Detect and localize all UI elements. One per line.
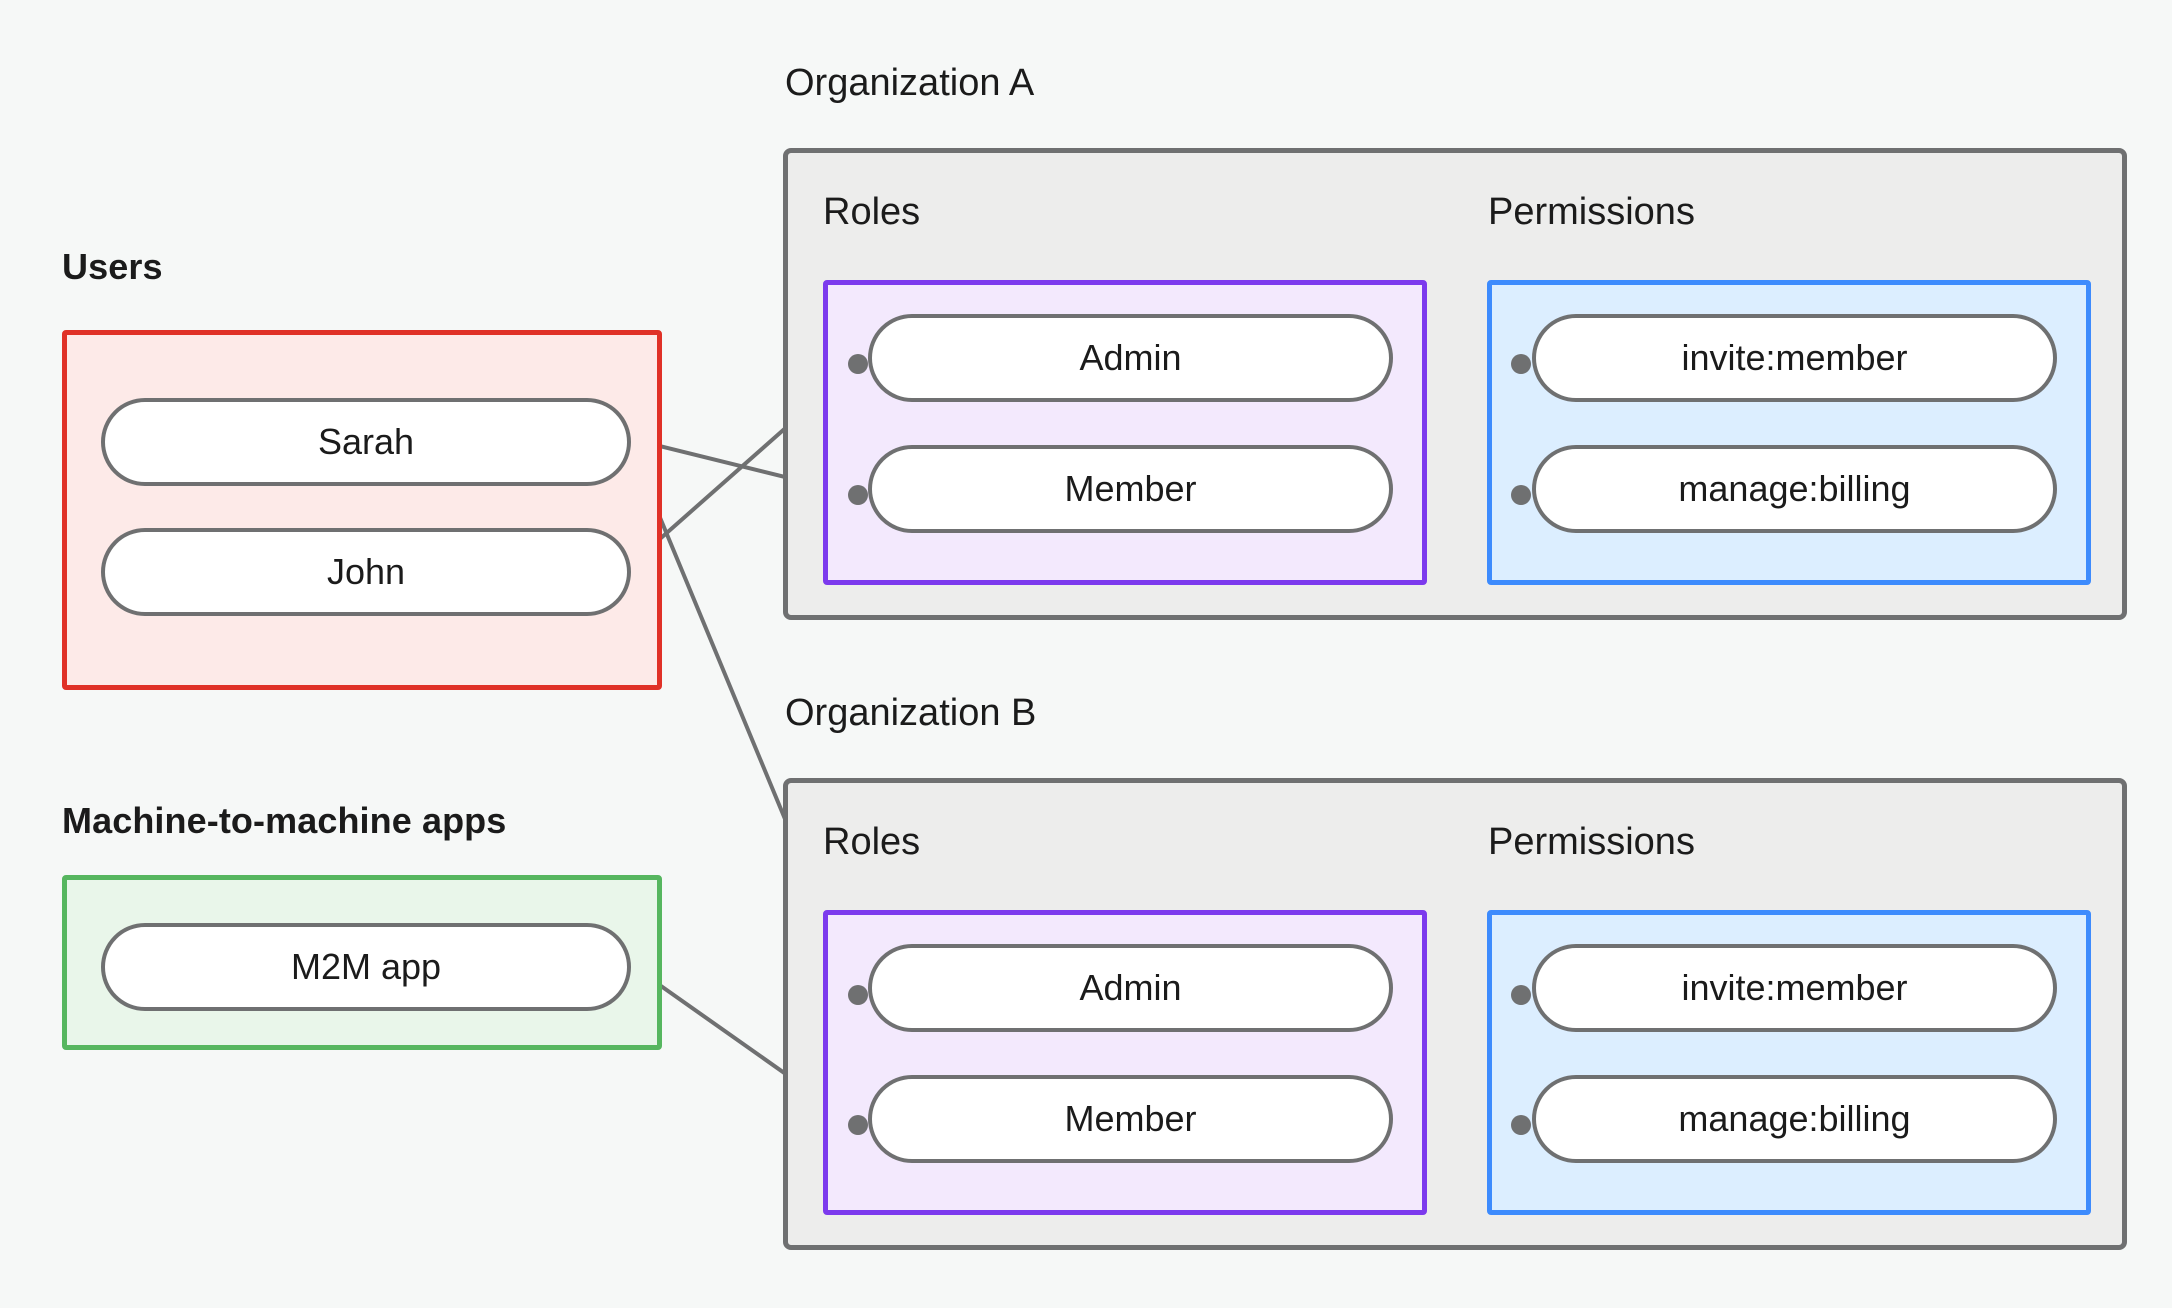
org-a-roles-title: Roles — [823, 191, 921, 233]
org-b-permission-pill-invite-member[interactable]: invite:member — [1532, 944, 2057, 1032]
connector-dot-orgB-role-admin — [848, 985, 868, 1005]
m2m-section-label: Machine-to-machine apps — [62, 800, 507, 841]
org-a-permissions-title: Permissions — [1488, 191, 1695, 233]
org-a-permission-pill-invite-member[interactable]: invite:member — [1532, 314, 2057, 402]
org-a-permission-pill-manage-billing[interactable]: manage:billing — [1532, 445, 2057, 533]
org-b-roles-group: Admin Member — [823, 910, 1427, 1215]
user-pill-john[interactable]: John — [101, 528, 631, 616]
connector-dot-orgB-perm-manage-billing — [1511, 1115, 1531, 1135]
connector-dot-orgA-role-admin — [848, 354, 868, 374]
org-a-role-pill-member[interactable]: Member — [868, 445, 1393, 533]
connector-dot-orgA-perm-manage-billing — [1511, 485, 1531, 505]
m2m-pill-app[interactable]: M2M app — [101, 923, 631, 1011]
user-pill-sarah[interactable]: Sarah — [101, 398, 631, 486]
users-group: Sarah John — [62, 330, 662, 690]
org-a-permissions-group: invite:member manage:billing — [1487, 280, 2091, 585]
org-b-role-pill-member[interactable]: Member — [868, 1075, 1393, 1163]
org-b-permissions-title: Permissions — [1488, 821, 1695, 863]
org-b-role-pill-admin[interactable]: Admin — [868, 944, 1393, 1032]
org-b-container: Roles Permissions Admin Member invite:me… — [783, 778, 2127, 1250]
org-a-title: Organization A — [785, 62, 1035, 104]
org-a-container: Roles Permissions Admin Member invite:me… — [783, 148, 2127, 620]
org-b-roles-title: Roles — [823, 821, 921, 863]
connector-dot-orgA-role-member — [848, 485, 868, 505]
org-b-permission-pill-manage-billing[interactable]: manage:billing — [1532, 1075, 2057, 1163]
org-a-role-pill-admin[interactable]: Admin — [868, 314, 1393, 402]
org-a-roles-group: Admin Member — [823, 280, 1427, 585]
org-b-title: Organization B — [785, 692, 1037, 734]
m2m-group: M2M app — [62, 875, 662, 1050]
org-b-permissions-group: invite:member manage:billing — [1487, 910, 2091, 1215]
connector-dot-orgA-perm-invite-member — [1511, 354, 1531, 374]
connector-dot-orgB-perm-invite-member — [1511, 985, 1531, 1005]
connector-dot-orgB-role-member — [848, 1115, 868, 1135]
users-section-label: Users — [62, 246, 163, 287]
